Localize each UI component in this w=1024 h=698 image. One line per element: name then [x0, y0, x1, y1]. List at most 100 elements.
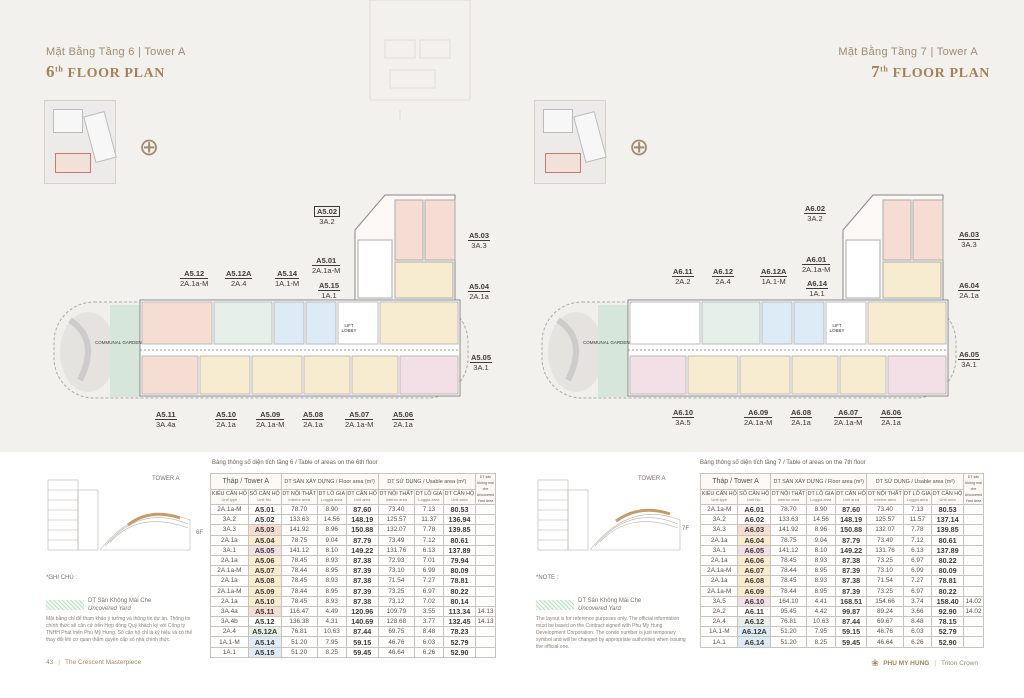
cell-b-tot: 150.88 — [834, 524, 868, 536]
cell-b-int: 78.44 — [769, 585, 808, 597]
cell-b-int: 76.81 — [769, 616, 808, 628]
cell-yard — [475, 646, 496, 658]
cell-type: 1A.1 — [699, 636, 739, 648]
cell-u-tot: 80.53 — [442, 503, 477, 516]
cell-unit: A6.05 — [737, 544, 771, 556]
cell-b-log: 8.10 — [316, 544, 347, 556]
cell-u-int: 128.68 — [377, 616, 416, 628]
cell-yard — [963, 544, 984, 556]
cell-type: 3A.2 — [699, 514, 739, 526]
cell-yard — [475, 575, 496, 587]
cell-u-int: 132.07 — [377, 524, 416, 536]
cell-b-log: 10.63 — [806, 616, 836, 628]
tower-sketch — [537, 479, 681, 551]
cell-unit: A5.11 — [247, 605, 282, 618]
cell-u-tot: 78.15 — [931, 616, 964, 628]
cell-unit: A5.10 — [247, 595, 282, 607]
cell-type: 2A.1a — [210, 575, 249, 587]
cell-b-tot: 120.96 — [345, 605, 379, 618]
cell-yard — [963, 575, 984, 587]
cell-yard — [963, 616, 984, 628]
cell-unit: A6.06 — [737, 554, 771, 567]
cell-b-log: 8.96 — [806, 524, 836, 536]
cell-b-log: 8.93 — [806, 554, 836, 567]
cell-u-log: 7.78 — [902, 524, 933, 536]
cell-b-tot: 59.15 — [834, 626, 868, 638]
cell-b-int: 78.70 — [280, 503, 318, 516]
cell-b-tot: 149.22 — [834, 544, 868, 556]
cell-yard — [963, 514, 984, 526]
cell-unit: A5.09 — [247, 585, 282, 597]
cell-yard: 14.02 — [963, 605, 984, 618]
cell-unit: A5.01 — [247, 503, 282, 516]
cell-unit: A6.02 — [737, 514, 771, 526]
cell-unit: A5.08 — [247, 575, 282, 587]
cell-b-int: 116.47 — [280, 605, 318, 618]
cell-b-log: 8.95 — [806, 565, 836, 577]
cell-unit: A6.14 — [737, 636, 771, 648]
right-page: Mặt Bằng Tầng 7 | Tower A 7th FLOOR PLAN… — [512, 0, 1024, 698]
cell-u-tot: 80.22 — [931, 585, 964, 597]
cell-yard — [475, 565, 496, 577]
area-table-caption: Bảng thông số diện tích tầng 7 / Table o… — [700, 460, 866, 466]
cell-b-int: 51.20 — [769, 626, 808, 638]
cell-b-int: 78.75 — [280, 534, 318, 546]
cell-b-int: 51.20 — [280, 646, 318, 658]
cell-u-log: 7.78 — [414, 524, 444, 536]
cell-b-log: 8.93 — [316, 595, 347, 607]
cell-yard — [963, 565, 984, 577]
cell-u-int: 73.25 — [866, 585, 904, 597]
cell-b-tot: 87.44 — [834, 616, 868, 628]
cell-unit: A5.15 — [247, 646, 282, 658]
cell-u-tot: 78.81 — [442, 575, 477, 587]
cell-type: 2A.1a — [210, 534, 249, 546]
cell-b-tot: 87.38 — [345, 595, 379, 607]
cell-unit: A6.07 — [737, 565, 771, 577]
floor-6-subtitle: Mặt Bằng Tầng 6 | Tower A — [46, 46, 186, 58]
cell-u-log: 6.97 — [902, 585, 933, 597]
cell-yard — [963, 626, 984, 638]
cell-u-log: 6.99 — [414, 565, 444, 577]
cell-type: 2A.1a-M — [210, 585, 249, 597]
cell-type: 1A.1-M — [210, 636, 249, 648]
cell-u-tot: 80.61 — [442, 534, 477, 546]
cell-unit: A6.09 — [737, 585, 771, 597]
